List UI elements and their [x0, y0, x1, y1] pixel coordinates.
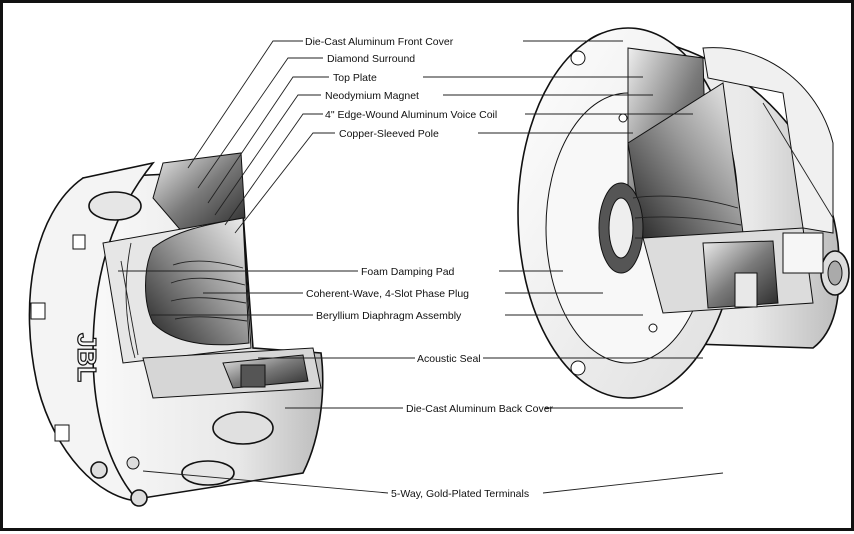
leader-lines	[118, 40, 724, 494]
logo-text: JBL	[72, 333, 102, 382]
label-back-cover: Die-Cast Aluminum Back Cover	[406, 403, 554, 415]
label-terminals: 5-Way, Gold-Plated Terminals	[391, 488, 529, 500]
left-driver-cutaway: JBL	[28, 152, 324, 507]
label-phase-plug: Coherent-Wave, 4-Slot Phase Plug	[306, 288, 469, 300]
label-damping-pad: Foam Damping Pad	[361, 266, 455, 278]
label-acoustic-seal: Acoustic Seal	[417, 353, 481, 365]
label-diamond-surround: Diamond Surround	[327, 53, 415, 65]
label-magnet: Neodymium Magnet	[325, 90, 419, 102]
exploded-driver-diagram: JBL	[28, 27, 850, 507]
label-top-plate: Top Plate	[333, 72, 377, 84]
label-diaphragm: Beryllium Diaphragm Assembly	[316, 310, 462, 322]
label-voice-coil: 4" Edge-Wound Aluminum Voice Coil	[325, 109, 497, 121]
label-pole: Copper-Sleeved Pole	[339, 128, 439, 140]
label-front-cover: Die-Cast Aluminum Front Cover	[305, 36, 454, 48]
right-driver-cutaway	[517, 27, 850, 399]
callout-labels: Die-Cast Aluminum Front Cover Diamond Su…	[305, 36, 554, 500]
